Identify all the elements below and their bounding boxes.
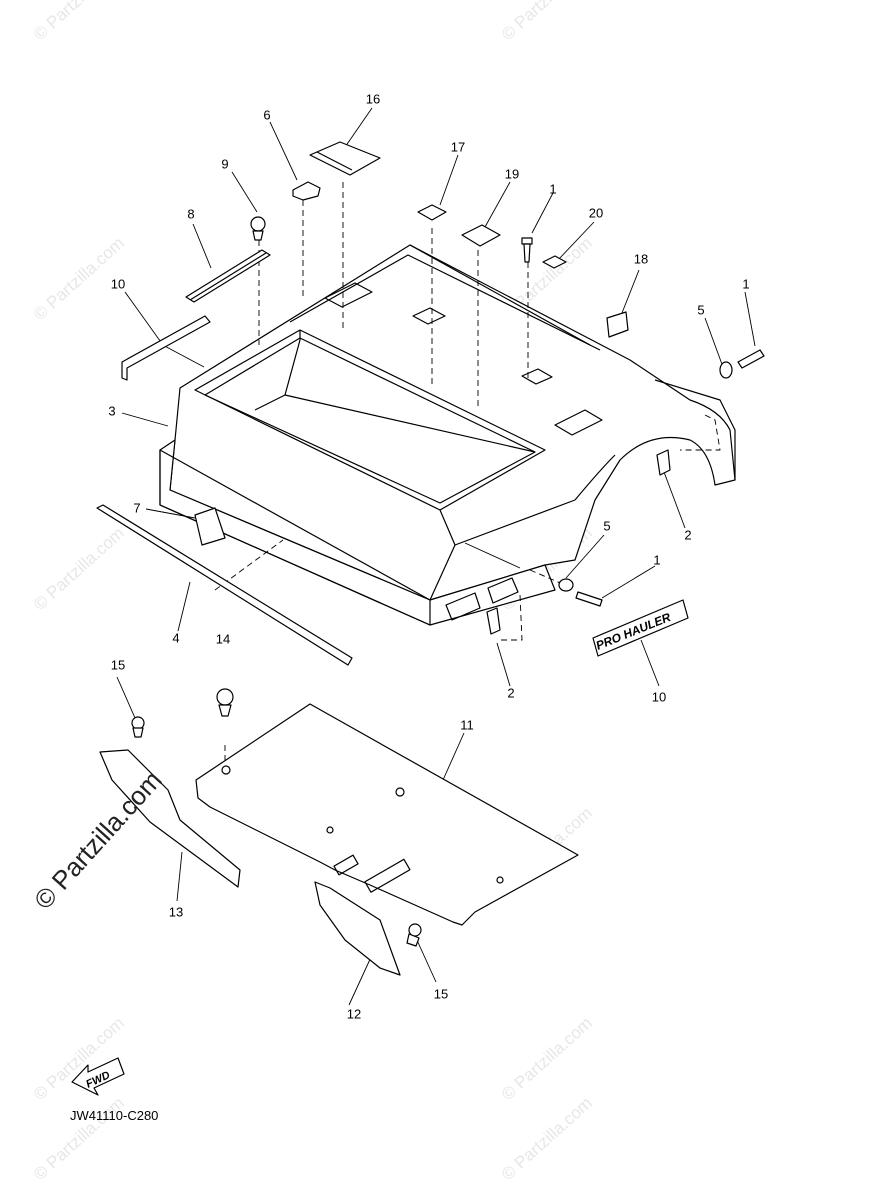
fwd-arrow-icon: FWD <box>71 1057 125 1096</box>
diagram-code: JW41110-C280 <box>70 1108 159 1123</box>
callout-20: 20 <box>588 205 604 221</box>
floor-panel <box>195 703 579 926</box>
callout-7: 7 <box>133 500 141 516</box>
callout-10-decal: 10 <box>651 689 667 705</box>
callout-4: 4 <box>172 630 180 646</box>
callout-1-right: 1 <box>742 276 750 292</box>
callout-16: 16 <box>365 91 381 107</box>
callout-17: 17 <box>450 139 466 155</box>
callout-10-left: 10 <box>110 276 126 292</box>
callout-12: 12 <box>346 1006 362 1022</box>
callout-19: 19 <box>504 166 520 182</box>
callout-3: 3 <box>108 403 116 419</box>
callout-14: 14 <box>215 631 231 647</box>
callout-15-lower: 15 <box>433 986 449 1002</box>
callout-2-lower: 2 <box>507 685 515 701</box>
callout-5-lower: 5 <box>603 518 611 534</box>
pro-hauler-decal: PRO HAULER <box>592 599 689 657</box>
callout-5-right: 5 <box>697 302 705 318</box>
callout-1-top: 1 <box>549 181 557 197</box>
callout-6: 6 <box>263 107 271 123</box>
cargo-bed <box>159 244 736 626</box>
callout-2-right: 2 <box>684 527 692 543</box>
callout-8: 8 <box>187 206 195 222</box>
decal-text: PRO HAULER <box>594 610 673 653</box>
callout-18: 18 <box>633 251 649 267</box>
callout-13: 13 <box>168 904 184 920</box>
callout-1-lower: 1 <box>653 552 661 568</box>
callout-9: 9 <box>221 156 229 172</box>
label-sticker <box>309 141 381 176</box>
callout-15-left: 15 <box>110 657 126 673</box>
callout-11: 11 <box>460 717 474 733</box>
